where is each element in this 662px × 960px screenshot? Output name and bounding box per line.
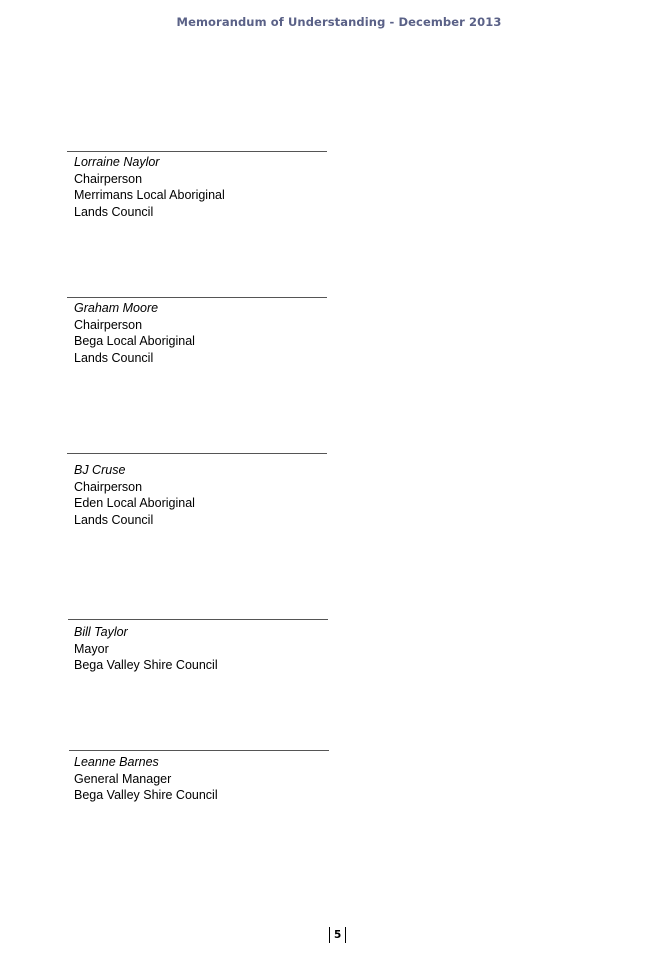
signatory-details: BJ Cruse Chairperson Eden Local Aborigin… <box>67 454 329 528</box>
signatory-title: Chairperson <box>74 317 143 332</box>
signatory-organisation: Bega Valley Shire Council <box>74 658 218 672</box>
signatory-name: Bill Taylor <box>74 625 128 639</box>
signatory-title: Mayor <box>74 641 109 656</box>
signature-line <box>67 151 327 152</box>
signatory-name: Leanne Barnes <box>74 755 159 769</box>
signature-block: BJ Cruse Chairperson Eden Local Aborigin… <box>67 453 329 528</box>
signatory-organisation: Lands Council <box>74 204 154 219</box>
signature-block: Leanne Barnes General Manager Bega Valle… <box>69 750 331 804</box>
signatory-title: Chairperson <box>74 171 143 186</box>
signatory-organisation: Bega Valley Shire Council <box>74 788 218 802</box>
signature-line <box>67 297 327 298</box>
signatory-name: Graham Moore <box>74 301 159 315</box>
page-number: 5 <box>329 927 347 943</box>
signature-block: Graham Moore Chairperson Bega Local Abor… <box>67 297 329 366</box>
signatory-details: Bill Taylor Mayor Bega Valley Shire Coun… <box>68 620 330 674</box>
signatory-details: Leanne Barnes General Manager Bega Valle… <box>69 751 331 804</box>
signatory-name: Lorraine Naylor <box>74 155 160 169</box>
signature-block: Lorraine Naylor Chairperson Merrimans Lo… <box>67 151 329 220</box>
signatory-details: Graham Moore Chairperson Bega Local Abor… <box>67 298 329 366</box>
signatory-title: Chairperson <box>74 479 143 494</box>
signatory-organisation: Lands Council <box>74 350 154 365</box>
signatory-organisation: Merrimans Local Aboriginal <box>74 188 225 202</box>
signature-block: Bill Taylor Mayor Bega Valley Shire Coun… <box>68 619 330 674</box>
signature-line <box>67 453 327 454</box>
signatory-details: Lorraine Naylor Chairperson Merrimans Lo… <box>67 152 329 220</box>
signatory-organisation: Eden Local Aboriginal <box>74 496 195 510</box>
signature-line <box>69 750 329 751</box>
page-header-title: Memorandum of Understanding - December 2… <box>176 15 502 29</box>
signatory-organisation: Bega Local Aboriginal <box>74 334 195 348</box>
signatory-name: BJ Cruse <box>74 463 126 477</box>
signature-line <box>68 619 328 620</box>
signatory-organisation: Lands Council <box>74 512 154 527</box>
signatory-title: General Manager <box>74 771 172 786</box>
